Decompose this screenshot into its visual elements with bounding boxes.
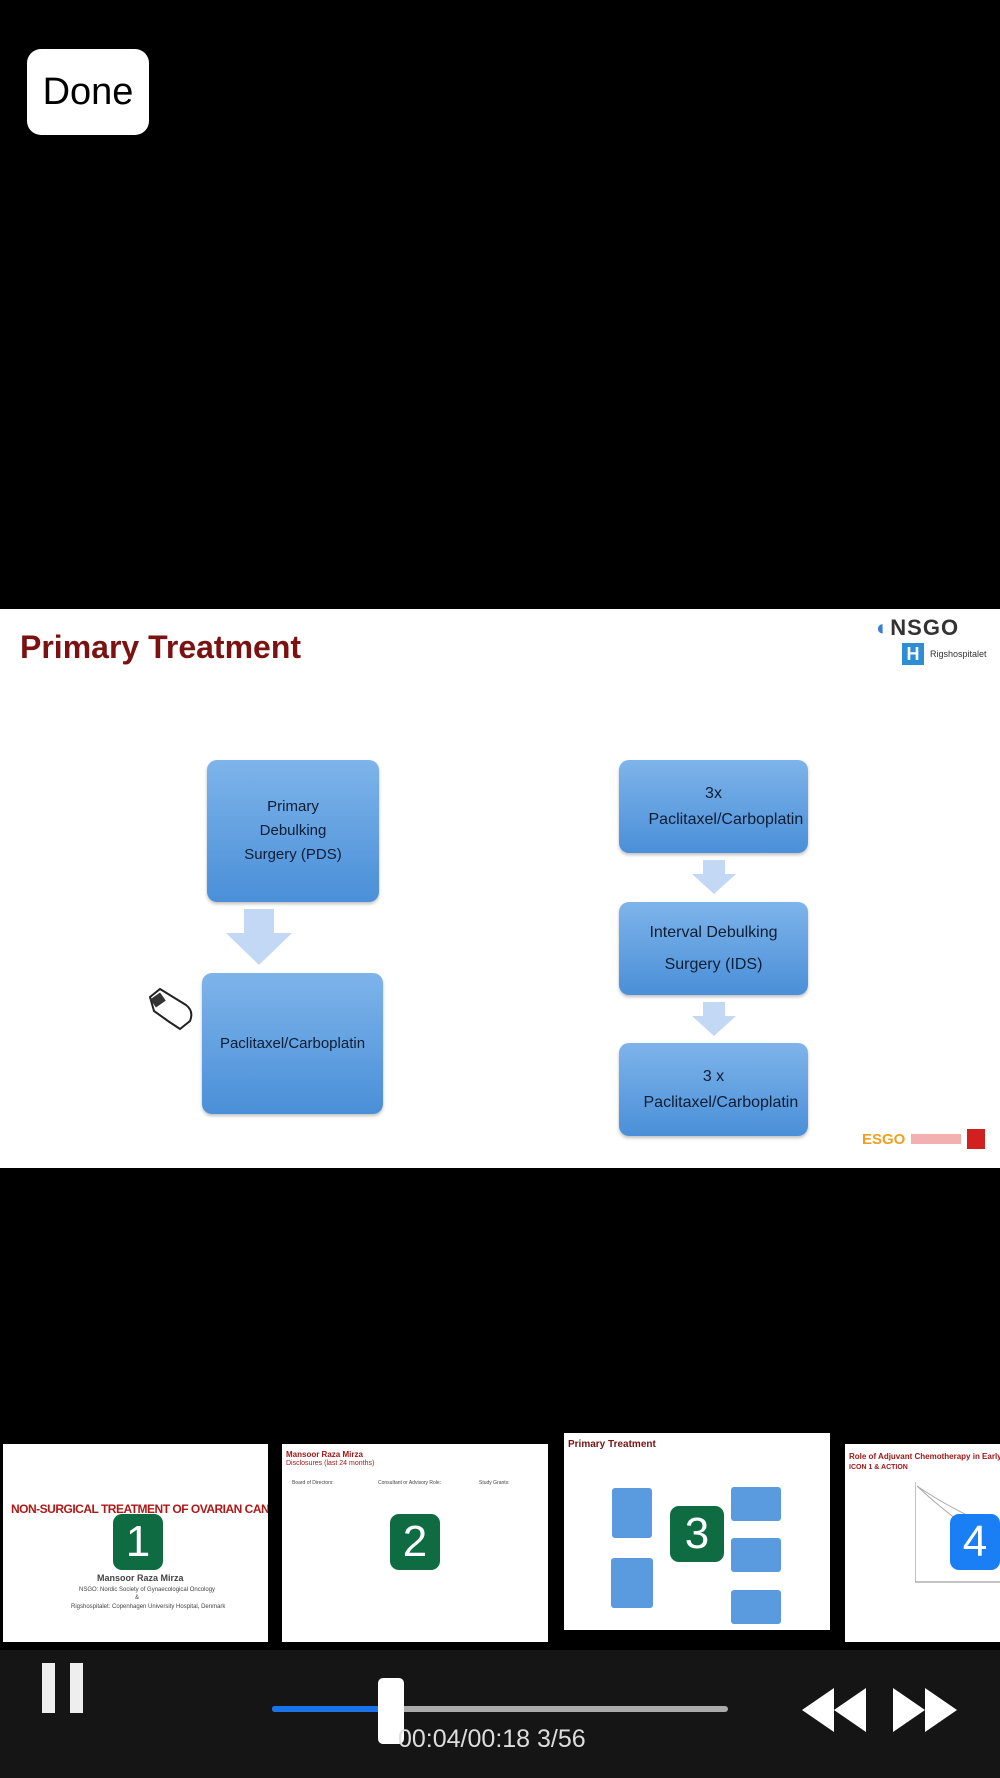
slide-number-badge: 3	[670, 1506, 724, 1562]
thumb-flow-box	[731, 1538, 781, 1572]
pause-button[interactable]	[42, 1655, 84, 1735]
thumb-title: Primary Treatment	[568, 1439, 656, 1450]
hospital-icon: H	[902, 643, 924, 665]
box-label: Interval Debulking Surgery (IDS)	[649, 923, 778, 973]
hand-pointer-icon	[148, 987, 193, 1031]
thumb-text: &	[135, 1595, 140, 1601]
thumb-text: Consultant or Advisory Role:	[378, 1480, 442, 1486]
box-label: Paclitaxel/Carboplatin	[219, 1034, 366, 1052]
thumb-title: Role of Adjuvant Chemotherapy in Early	[849, 1452, 1000, 1461]
thumb-title: NON-SURGICAL TREATMENT OF OVARIAN CANCER	[11, 1502, 268, 1516]
progress-fill	[272, 1706, 391, 1712]
slide-number-badge: 4	[950, 1514, 1000, 1570]
slide-number-badge: 1	[113, 1514, 163, 1570]
thumb-text: NSGO: Nordic Society of Gynaecological O…	[79, 1587, 216, 1593]
down-arrow-icon	[692, 860, 736, 894]
flow-box-3x-chemo: 3x Paclitaxel/Carboplatin	[619, 760, 808, 853]
time-readout: 00:04/00:18 3/56	[398, 1725, 586, 1753]
thumb-text: Mansoor Raza Mirza	[97, 1573, 184, 1583]
down-arrow-icon	[692, 1002, 736, 1036]
slide-thumbnail-1[interactable]: NON-SURGICAL TREATMENT OF OVARIAN CANCER…	[3, 1444, 268, 1642]
thumb-flow-box	[611, 1558, 653, 1608]
slide-title: Primary Treatment	[20, 629, 302, 665]
thumb-text: Board of Directors:	[292, 1480, 334, 1486]
flow-box-chemo-left: Paclitaxel/Carboplatin	[202, 973, 383, 1114]
nsgo-logo-text: NSGO	[890, 615, 960, 640]
slide-thumbnail-3-current[interactable]: Primary Treatment 3	[564, 1433, 830, 1630]
player-controls: 00:04/00:18 3/56	[0, 1650, 1000, 1778]
slide-thumbnail-2[interactable]: Mansoor Raza Mirza Disclosures (last 24 …	[282, 1444, 548, 1642]
thumb-flow-box	[612, 1488, 652, 1538]
flow-box-ids: Interval Debulking Surgery (IDS)	[619, 902, 808, 995]
slide-thumbnail-4[interactable]: Role of Adjuvant Chemotherapy in Early I…	[845, 1444, 1000, 1642]
thumb-flow-box	[731, 1487, 781, 1521]
down-arrow-icon	[226, 909, 292, 965]
slider-thumb[interactable]	[377, 1678, 404, 1744]
flow-box-3x-chemo-2: 3 x Paclitaxel/Carboplatin	[619, 1043, 808, 1136]
thumb-subtitle: ICON 1 & ACTION	[849, 1464, 908, 1471]
box-label: 3x Paclitaxel/Carboplatin	[648, 784, 804, 828]
box-label: Primary Debulking Surgery (PDS)	[244, 798, 342, 863]
thumb-text: Rigshospitalet: Copenhagen University Ho…	[71, 1604, 226, 1610]
rewind-button[interactable]	[802, 1688, 868, 1732]
box-label: 3 x Paclitaxel/Carboplatin	[643, 1067, 799, 1111]
slide-number-badge: 2	[390, 1514, 440, 1570]
thumb-text: Study Grants:	[479, 1480, 510, 1486]
esgo-logo: ESGO	[862, 1129, 986, 1149]
thumb-subtitle: Disclosures (last 24 months)	[286, 1460, 375, 1467]
rigshospitalet-text: Rigshospitalet	[930, 649, 987, 659]
done-button[interactable]: Done	[27, 49, 149, 135]
thumb-title: Mansoor Raza Mirza	[286, 1450, 363, 1459]
progress-slider[interactable]	[272, 1678, 728, 1744]
fast-forward-button[interactable]	[893, 1688, 959, 1732]
flow-box-pds: Primary Debulking Surgery (PDS)	[207, 760, 379, 902]
thumb-flow-box	[731, 1590, 781, 1624]
nsgo-logo: ◐NSGO	[876, 615, 960, 640]
rigshospitalet-logo: H Rigshospitalet	[902, 643, 987, 665]
esgo-logo-text: ESGO	[862, 1130, 906, 1148]
